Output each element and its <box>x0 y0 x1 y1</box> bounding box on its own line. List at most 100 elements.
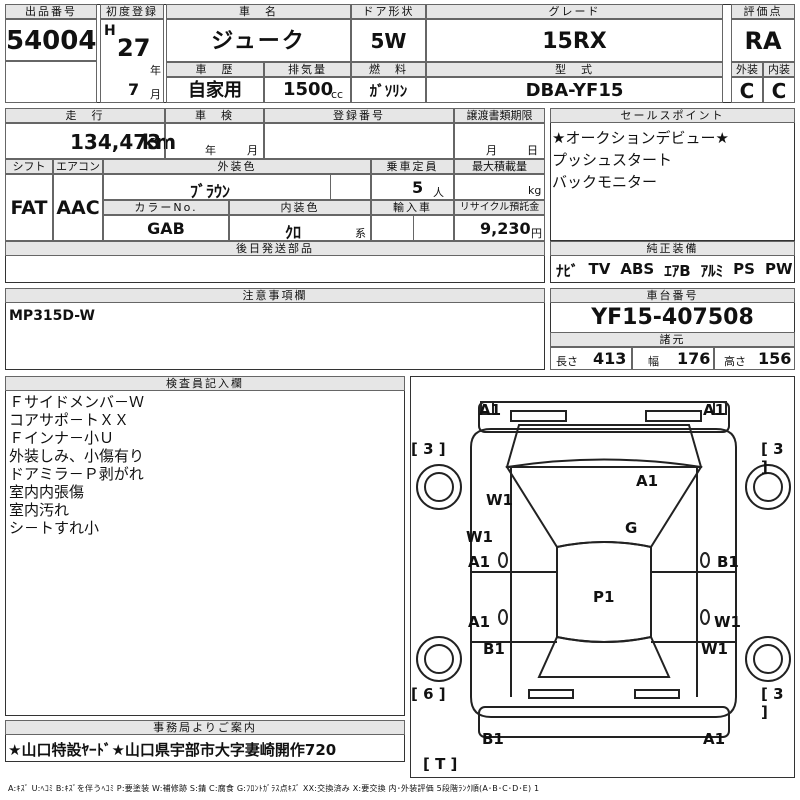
sales-line: ★オークションデビュー★ <box>552 129 729 147</box>
car-outline <box>416 401 791 738</box>
dmg-front-right: A1 <box>703 401 726 419</box>
mirror-left-rear <box>498 609 508 625</box>
mileage-cell <box>5 123 165 159</box>
inspector-lines: Ｆサイドメンバ－Ｗ コアサポ－トＸＸ Ｆインナ－小Ｕ 外装しみ、小傷有り ドアミ… <box>9 393 144 537</box>
interior-grade: C <box>763 77 795 103</box>
front-bumper-panel <box>480 401 494 415</box>
sales-title: セールスポイント <box>550 108 795 123</box>
recycle-label: リサイクル預託金 <box>454 200 545 215</box>
header-block <box>5 4 795 103</box>
inspector-box <box>5 376 405 716</box>
mirror-right <box>700 552 710 568</box>
sales-line: プッシュスタート <box>552 151 673 169</box>
lot-no: 54004 <box>5 19 97 61</box>
front-bumper-panel-right <box>713 401 727 415</box>
recycle-fee: 9,230 <box>480 219 531 238</box>
interior-label: 内装 <box>763 62 795 77</box>
len: 413 <box>593 349 627 368</box>
rating-label: 評価点 <box>731 4 795 19</box>
colorno: GAB <box>103 215 229 241</box>
len-label: 長さ <box>556 355 578 368</box>
exterior-label: 外装 <box>731 62 763 77</box>
first-reg-cell <box>100 19 164 103</box>
wid-label: 幅 <box>648 355 659 368</box>
door-label: ドア形状 <box>351 4 426 19</box>
interior-color: ｸﾛ <box>285 223 302 242</box>
sales-lines: ★オークションデビュー★ プッシュスタート バックモニター <box>552 127 729 193</box>
dmg-fender-left: W1 <box>486 491 513 509</box>
capacity-unit: 人 <box>433 186 444 199</box>
month-unit: 月 <box>150 88 161 101</box>
equip-item: TV <box>588 260 611 278</box>
transfer-label: 譲渡書類期限 <box>454 108 545 123</box>
equip-list: ﾅﾋﾞ TV ABS ｴｱB ｱﾙﾐ PS PW <box>556 260 793 281</box>
equip-item: PW <box>764 260 793 278</box>
equip-title: 純正装備 <box>550 241 795 256</box>
reg-month: 7 <box>128 80 140 99</box>
ac: AAC <box>53 174 103 241</box>
capacity: 5 <box>412 178 424 197</box>
inspector-line: コアサポ－トＸＸ <box>9 411 130 429</box>
rear-window <box>537 635 671 678</box>
hgt: 156 <box>758 349 792 368</box>
load-unit: kg <box>528 184 542 197</box>
dims-wid-cell <box>632 347 714 370</box>
dmg-hood: A1 <box>636 472 659 490</box>
mileage-label: 走 行 <box>5 108 165 123</box>
load-cell <box>454 174 545 200</box>
history-label: 車 歴 <box>166 62 264 77</box>
grade-label: グレード <box>426 4 723 19</box>
dims-hgt-cell <box>714 347 795 370</box>
dmg-door-rr: W1 <box>714 613 741 631</box>
import-divider <box>413 215 454 241</box>
equip-item: ﾅﾋﾞ <box>556 262 579 280</box>
inspector-line: 室内汚れ <box>9 501 70 519</box>
rear-lamp-right <box>634 689 680 699</box>
equip-item: PS <box>733 260 755 278</box>
displacement-label: 排気量 <box>264 62 351 77</box>
reg-year: 27 <box>117 34 151 62</box>
front-grille-right <box>645 410 702 422</box>
colorno-label: カラーNo. <box>103 200 229 215</box>
dmg-door-fl2: A1 <box>468 553 491 571</box>
inspection-label: 車 検 <box>165 108 264 123</box>
inspector-line: シ－トすれ小 <box>9 519 100 537</box>
office-text: ★山口特設ﾔｰﾄﾞ★山口県宇部市大字妻崎開作720 <box>8 741 337 759</box>
dims-len-cell <box>550 347 632 370</box>
dmg-front-left: A1 <box>479 401 502 419</box>
exterior-grade: C <box>731 77 763 103</box>
car-name-label: 車 名 <box>166 4 351 19</box>
mirror-right-rear <box>700 609 710 625</box>
door-type: 5W <box>351 19 426 62</box>
rating: RA <box>731 19 795 62</box>
inspector-line: Ｆインナ－小Ｕ <box>9 429 115 447</box>
grade: 15RX <box>426 19 723 62</box>
model-label: 型 式 <box>426 62 723 77</box>
recycle-cell <box>454 215 545 241</box>
color-label: 外装色 <box>103 159 371 174</box>
rear-lamp-left <box>528 689 574 699</box>
fuel-label: 燃 料 <box>351 62 426 77</box>
dmg-door-rr2: W1 <box>701 640 728 658</box>
transfer-month: 月 <box>486 144 497 157</box>
office-title: 事務局よりご案内 <box>5 720 405 735</box>
mileage-unit: km <box>142 130 177 154</box>
tire-front-right-inner <box>753 472 783 502</box>
model: DBA-YF15 <box>426 77 723 103</box>
insp-year-unit: 年 <box>205 144 216 157</box>
inspection-cell <box>165 123 264 159</box>
later-parts-title: 後日発送部品 <box>5 241 545 256</box>
history: 自家用 <box>166 77 264 103</box>
windshield <box>505 458 703 549</box>
era: H <box>104 23 116 39</box>
shift-label: シフト <box>5 159 53 174</box>
ac-label: エアコン <box>53 159 103 174</box>
car-diagram: A1 A1 [ 3 ] [ 3 ] A1 W1 G W1 A1 B1 P1 A1… <box>410 376 795 778</box>
recycle-unit: 円 <box>531 227 542 240</box>
tire-rear-right <box>745 636 791 682</box>
interior-color-unit: 系 <box>355 227 366 240</box>
tire-rear-right-grade: [ 3 ] <box>761 685 784 721</box>
dmg-door-fl: W1 <box>466 528 493 546</box>
tire-front-right-grade: [ 3 ] <box>761 440 784 476</box>
dmg-door-rl: A1 <box>468 613 491 631</box>
